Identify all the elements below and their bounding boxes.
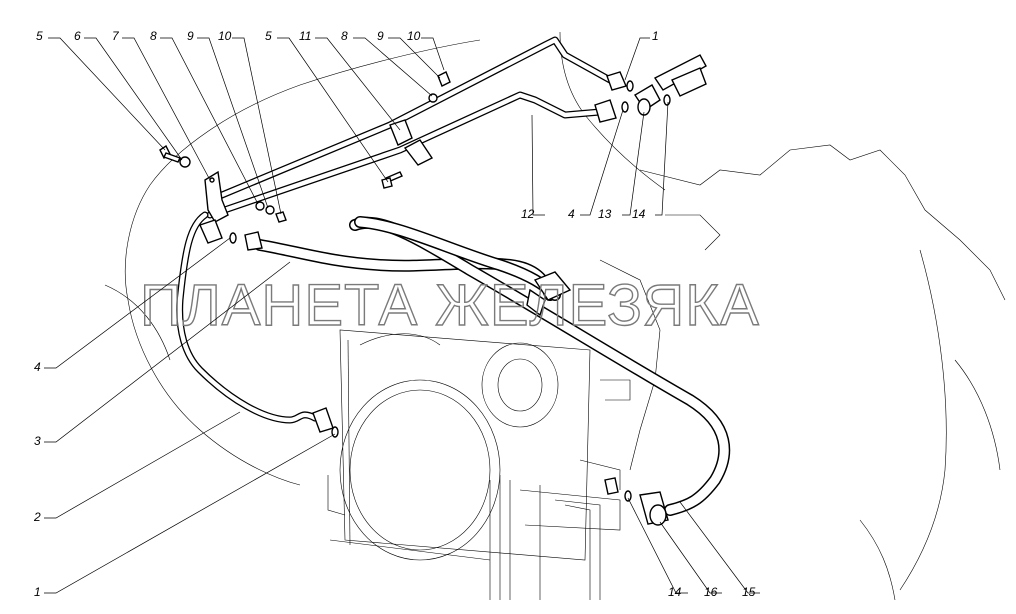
callout-9-top: 9	[377, 29, 384, 43]
fasteners	[159, 71, 451, 223]
callout-13: 13	[598, 207, 612, 221]
callout-9: 9	[187, 29, 194, 43]
callout-14-top: 14	[632, 207, 646, 221]
radiator-ghost	[327, 329, 621, 600]
callout-4-top: 4	[568, 207, 575, 221]
fittings	[199, 54, 707, 526]
callout-8: 8	[150, 29, 157, 43]
callout-1-bottom: 1	[34, 585, 41, 599]
metal-pipes	[176, 36, 614, 424]
callout-numbers: 5 6 7 8 9 10 5 11 8 9 10 1 12 4 13 14 4 …	[33, 29, 756, 599]
leader-lines	[44, 37, 760, 594]
callout-3: 3	[34, 434, 41, 448]
callout-2: 2	[33, 510, 41, 524]
bracket-7	[204, 170, 229, 223]
callout-15: 15	[742, 585, 756, 599]
engine-ghost-outline	[104, 31, 1006, 601]
callout-7: 7	[112, 29, 120, 43]
callout-16: 16	[704, 585, 718, 599]
callout-5-middle: 5	[265, 29, 272, 43]
watermark-text: ПЛАНЕТА ЖЕЛЕЗЯКА	[140, 273, 760, 338]
callout-1-top: 1	[652, 29, 659, 43]
callout-6: 6	[74, 29, 81, 43]
callout-4-left: 4	[34, 360, 41, 374]
callout-11: 11	[299, 29, 311, 43]
rubber-hoses	[254, 216, 731, 516]
callout-10: 10	[218, 29, 232, 43]
clamp-11	[389, 119, 434, 166]
callout-5: 5	[36, 29, 43, 43]
callout-8-top: 8	[341, 29, 348, 43]
callout-10-top: 10	[407, 29, 421, 43]
callout-14-bottom: 14	[668, 585, 682, 599]
callout-12: 12	[521, 207, 535, 221]
